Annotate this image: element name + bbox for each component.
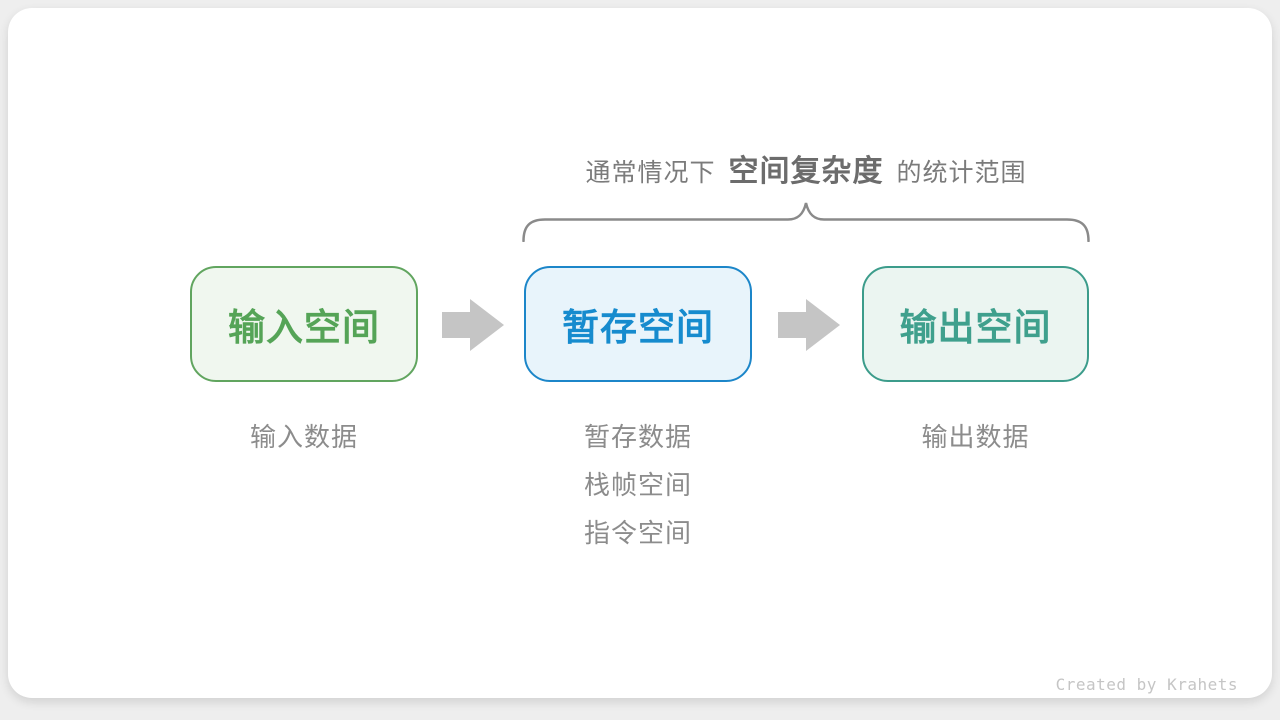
arrow-right-shape — [442, 299, 504, 351]
scope-title-suffix: 的统计范围 — [896, 159, 1027, 187]
node-temporary-space: 暂存空间 — [524, 266, 752, 382]
note-stack-frame-space: 栈帧空间 — [583, 470, 692, 500]
node-output-space: 输出空间 — [862, 266, 1089, 382]
scope-title: 通常情况下 空间复杂度 的统计范围 — [522, 146, 1090, 188]
scope-brace-path — [522, 202, 1090, 242]
node-output-space-label: 输出空间 — [899, 307, 1052, 348]
notes-output-space: 输出数据 — [862, 413, 1089, 461]
scope-title-prefix: 通常情况下 — [585, 159, 716, 187]
note-instruction-space: 指令空间 — [583, 518, 692, 548]
scope-title-highlight: 空间复杂度 — [728, 155, 884, 188]
node-input-space: 输入空间 — [190, 266, 418, 382]
scope-brace — [522, 202, 1090, 242]
notes-temporary-space: 暂存数据 栈帧空间 指令空间 — [524, 413, 752, 557]
note-temporary-data: 暂存数据 — [583, 422, 692, 452]
arrow-right-shape — [778, 299, 840, 351]
arrow-right-icon — [442, 299, 504, 351]
note-input-data: 输入数据 — [249, 422, 358, 452]
arrow-right-icon — [778, 299, 840, 351]
notes-input-space: 输入数据 — [190, 413, 418, 461]
credit-text: Created by Krahets — [1055, 675, 1238, 694]
node-temporary-space-label: 暂存空间 — [562, 307, 714, 348]
node-input-space-label: 输入空间 — [228, 307, 380, 348]
note-output-data: 输出数据 — [921, 422, 1030, 452]
